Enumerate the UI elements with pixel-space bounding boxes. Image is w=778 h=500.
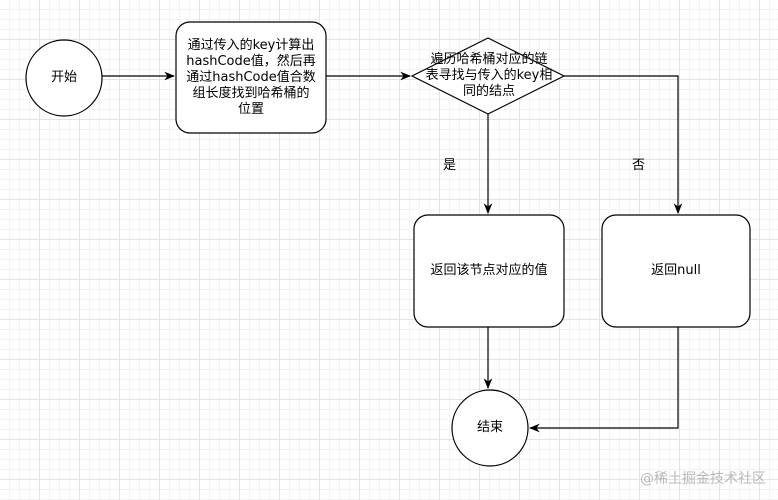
decision-label: 遍历哈希桶对应的链 表寻找与传入的key相 同的结点 (425, 52, 553, 99)
return-value-label: 返回该节点对应的值 (430, 263, 548, 278)
no-label: 否 (632, 158, 646, 173)
end-node[interactable] (451, 389, 529, 467)
yes-label: 是 (443, 158, 457, 173)
start-label: 开始 (50, 70, 77, 85)
end-label: 结束 (476, 420, 503, 435)
return-null-node[interactable] (601, 214, 751, 328)
edge-null-to-end (528, 327, 679, 433)
compute-label: 通过传入的key计算出 hashCode值，然后再 通过hashCode值合数 … (186, 37, 316, 117)
start-node[interactable] (25, 39, 103, 117)
return-value-node[interactable] (413, 214, 565, 328)
return-null-label: 返回null (651, 263, 701, 278)
watermark: @稀土掘金技术社区 (640, 471, 766, 487)
compute-node[interactable] (175, 21, 327, 134)
edge-decision-no (564, 75, 683, 215)
